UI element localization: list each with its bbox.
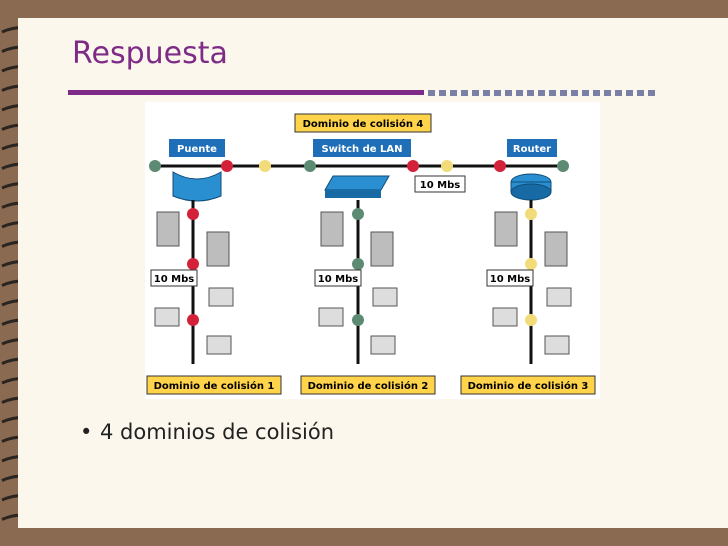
backbone-nodes [149, 160, 569, 172]
switch-icon [324, 175, 390, 191]
switch-label: Switch de LAN [321, 144, 402, 155]
bullet-text: 4 dominios de colisión [100, 420, 335, 444]
bullet-dot-icon: • [80, 420, 93, 444]
bridge-label: Puente [177, 144, 217, 155]
bullet-item: • 4 dominios de colisión [80, 420, 334, 444]
domain1-label: Dominio de colisión 1 [154, 380, 275, 392]
bridge-icon [172, 171, 222, 202]
seg1-speed-box [150, 269, 198, 287]
domain1-box [146, 375, 282, 395]
top-domain-label: Dominio de colisión 4 [303, 118, 424, 130]
backbone-speed-box [414, 175, 466, 193]
domain3-label: Dominio de colisión 3 [468, 380, 589, 392]
segment-3 [492, 200, 572, 364]
seg3-speed-box [486, 269, 534, 287]
title-dots [428, 90, 655, 96]
seg3-speed-label: 10 Mbs [490, 274, 531, 285]
backbone-speed-label: 10 Mbs [420, 180, 461, 191]
router-label: Router [513, 144, 551, 155]
domain2-box [300, 375, 436, 395]
router-label-box [507, 139, 557, 157]
seg2-speed-label: 10 Mbs [318, 274, 359, 285]
domain2-label: Dominio de colisión 2 [308, 380, 429, 392]
top-domain-box [294, 113, 432, 133]
seg2-speed-box [314, 269, 362, 287]
title-rule [68, 90, 424, 95]
seg1-speed-label: 10 Mbs [154, 274, 195, 285]
bridge-label-box [169, 139, 225, 157]
switch-label-box [313, 139, 411, 157]
segment-2 [318, 200, 398, 364]
domain3-box [460, 375, 596, 395]
slide-title: Respuesta [72, 36, 228, 71]
network-diagram: Dominio de colisión 4 Puente Switch de L… [145, 102, 600, 399]
